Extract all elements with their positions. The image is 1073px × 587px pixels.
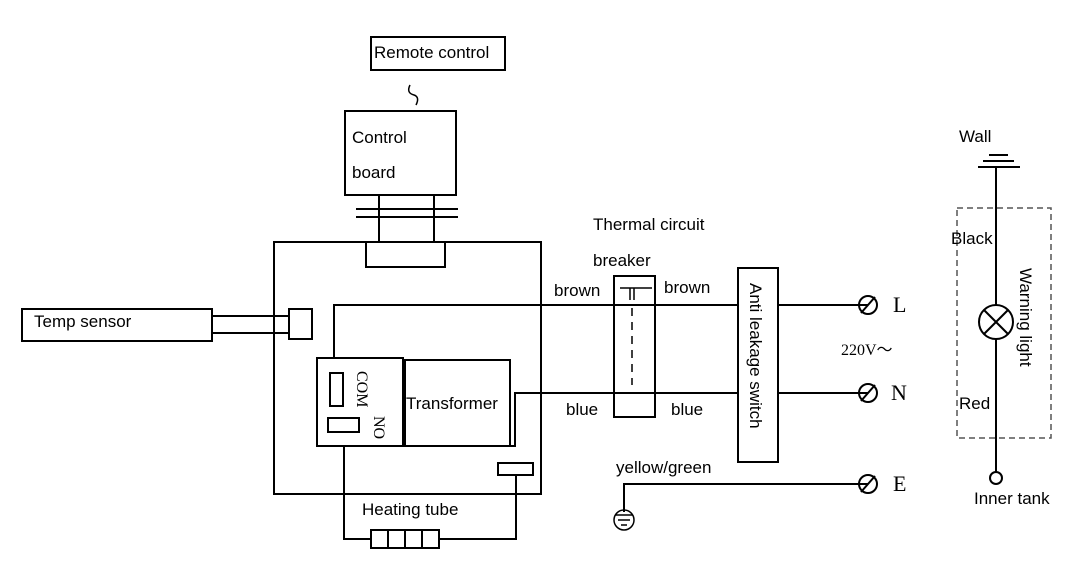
thermal-breaker-label-line1: Thermal circuit: [593, 215, 705, 234]
terminal-n-label: N: [891, 380, 907, 405]
yellow-green-label: yellow/green: [616, 458, 711, 477]
inner-tank-terminal: [989, 471, 1003, 485]
ground-icon: [613, 509, 635, 531]
wall-label: Wall: [959, 127, 991, 146]
control-board: Control board: [344, 110, 457, 196]
relay-box: [316, 357, 404, 447]
red-label: Red: [959, 394, 990, 413]
main-housing: [273, 241, 542, 495]
com-label: COM: [353, 371, 370, 407]
temp-sensor-box: [21, 308, 213, 342]
heating-tube-label: Heating tube: [362, 500, 458, 519]
wireless-link: [407, 84, 419, 106]
relay: COM NO: [316, 357, 404, 447]
brown-left-label: brown: [554, 281, 600, 300]
temp-sensor-label: Temp sensor: [34, 312, 132, 331]
transformer-box: [404, 359, 511, 447]
temp-sensor-connector: [288, 308, 313, 340]
temp-sensor: Temp sensor: [21, 308, 313, 342]
board-connector: [356, 195, 458, 268]
anti-leakage-box: [737, 267, 779, 463]
no-contact: [327, 417, 360, 433]
voltage-label: 220V～: [841, 342, 893, 359]
control-board-box: [344, 110, 457, 196]
remote-control-box: [370, 36, 506, 71]
terminal-l: L: [858, 292, 906, 317]
terminal-n: N: [858, 380, 907, 405]
warning-light-circuit: Wall Black Red Warning light Inner tank: [951, 127, 1052, 508]
terminal-l-label: L: [893, 292, 906, 317]
heating-tube-connector: [497, 462, 534, 476]
terminal-e-label: E: [893, 471, 906, 496]
transformer: Transformer: [404, 359, 511, 447]
black-label: Black: [951, 229, 993, 248]
blue-right-label: blue: [671, 400, 703, 419]
control-board-label-line1: Control: [352, 128, 407, 147]
com-contact: [329, 372, 344, 407]
remote-control-label: Remote control: [374, 43, 489, 62]
control-board-label-line2: board: [352, 163, 395, 182]
inner-tank-label: Inner tank: [974, 489, 1050, 508]
brown-right-label: brown: [664, 278, 710, 297]
earth-wire: [613, 483, 868, 531]
anti-leakage-switch: Anti leakage switch: [737, 267, 779, 463]
anti-leakage-label: Anti leakage switch: [746, 283, 765, 429]
thermal-circuit-breaker: Thermal circuit breaker: [593, 215, 705, 418]
blue-wire: [510, 392, 868, 447]
transformer-label: Transformer: [406, 394, 498, 413]
thermal-breaker-label-line2: breaker: [593, 251, 651, 270]
remote-control: Remote control: [370, 36, 506, 71]
brown-wire: [333, 304, 868, 358]
blue-left-label: blue: [566, 400, 598, 419]
warning-light-label: Warning light: [1016, 268, 1035, 367]
no-label: NO: [370, 416, 387, 439]
heating-tube: Heating tube: [343, 446, 534, 549]
warning-light-enclosure: [956, 207, 1052, 439]
